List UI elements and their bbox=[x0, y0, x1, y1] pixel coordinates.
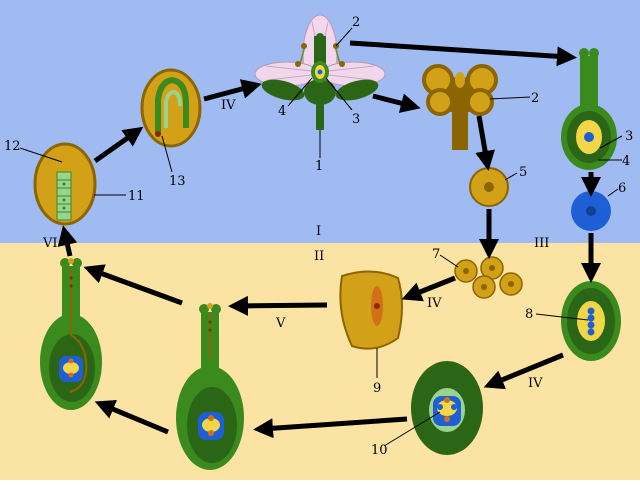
label-8: 8 bbox=[525, 307, 533, 322]
label-12: 12 bbox=[4, 139, 21, 154]
arrow-germinating-to-flower bbox=[203, 79, 262, 102]
arrow-mature-to-pollinated bbox=[253, 416, 408, 439]
stage-label-VI: VI bbox=[42, 236, 58, 251]
arrow-fertilizing-to-seed bbox=[57, 225, 78, 257]
stage-label-IV-mid: IV bbox=[427, 296, 442, 311]
seed-with-embryo bbox=[33, 142, 97, 226]
label-2-flower: 2 bbox=[352, 15, 360, 30]
number-labels: 1 2 2 3 3 4 4 5 6 7 8 9 10 11 12 13 bbox=[4, 15, 633, 458]
label-3-flower: 3 bbox=[352, 112, 360, 127]
arrow-pollinated-to-fertilizing-upper bbox=[83, 264, 183, 306]
ovule-embryo-sac bbox=[561, 281, 621, 361]
label-10: 10 bbox=[371, 443, 388, 458]
label-9: 9 bbox=[373, 381, 381, 396]
label-13: 13 bbox=[169, 174, 186, 189]
label-3-pistil: 3 bbox=[625, 129, 633, 144]
mature-embryo-sac-ovule bbox=[411, 361, 483, 455]
cycle-arrows bbox=[57, 40, 601, 439]
label-7: 7 bbox=[432, 247, 440, 262]
label-4-pistil: 4 bbox=[622, 154, 630, 169]
pollinated-pistil bbox=[176, 303, 244, 470]
label-1: 1 bbox=[315, 159, 323, 174]
pollen-grain bbox=[339, 270, 403, 350]
arrow-pollen-to-pistil bbox=[228, 295, 328, 316]
label-4-flower: 4 bbox=[278, 104, 286, 119]
anther bbox=[422, 64, 498, 150]
label-11: 11 bbox=[128, 189, 145, 204]
arrow-pollinated-to-fertilizing-lower bbox=[94, 399, 169, 435]
stage-label-I: I bbox=[316, 224, 321, 239]
pollen-mother-cell bbox=[469, 167, 509, 207]
arrow-seed-to-germinating bbox=[93, 126, 144, 164]
stage-label-IV-right: IV bbox=[528, 376, 543, 391]
flower bbox=[254, 14, 386, 130]
pistil bbox=[561, 48, 617, 170]
arrow-flower-to-anther bbox=[372, 93, 421, 113]
arrow-embryosac-to-mature bbox=[483, 352, 564, 390]
leader-lines bbox=[19, 27, 623, 447]
microspores bbox=[454, 256, 523, 299]
stage-label-V: V bbox=[275, 316, 286, 331]
germinating-seed bbox=[140, 68, 202, 148]
fertilizing-pistil bbox=[40, 258, 102, 410]
stage-label-II: II bbox=[314, 249, 324, 264]
megaspore-mother-cell bbox=[571, 191, 611, 231]
arrow-anther-to-pmc bbox=[475, 115, 495, 171]
gametophyte-zone-background bbox=[0, 243, 640, 480]
arrow-flower-to-pistil bbox=[349, 40, 577, 67]
stage-labels: I II III IV IV IV V VI bbox=[42, 98, 549, 391]
stage-label-IV-top: IV bbox=[221, 98, 236, 113]
label-5: 5 bbox=[519, 165, 527, 180]
stage-label-III: III bbox=[534, 236, 549, 251]
label-2-anther: 2 bbox=[531, 91, 539, 106]
label-6: 6 bbox=[618, 181, 626, 196]
arrow-microspores-to-pollen bbox=[401, 275, 456, 302]
